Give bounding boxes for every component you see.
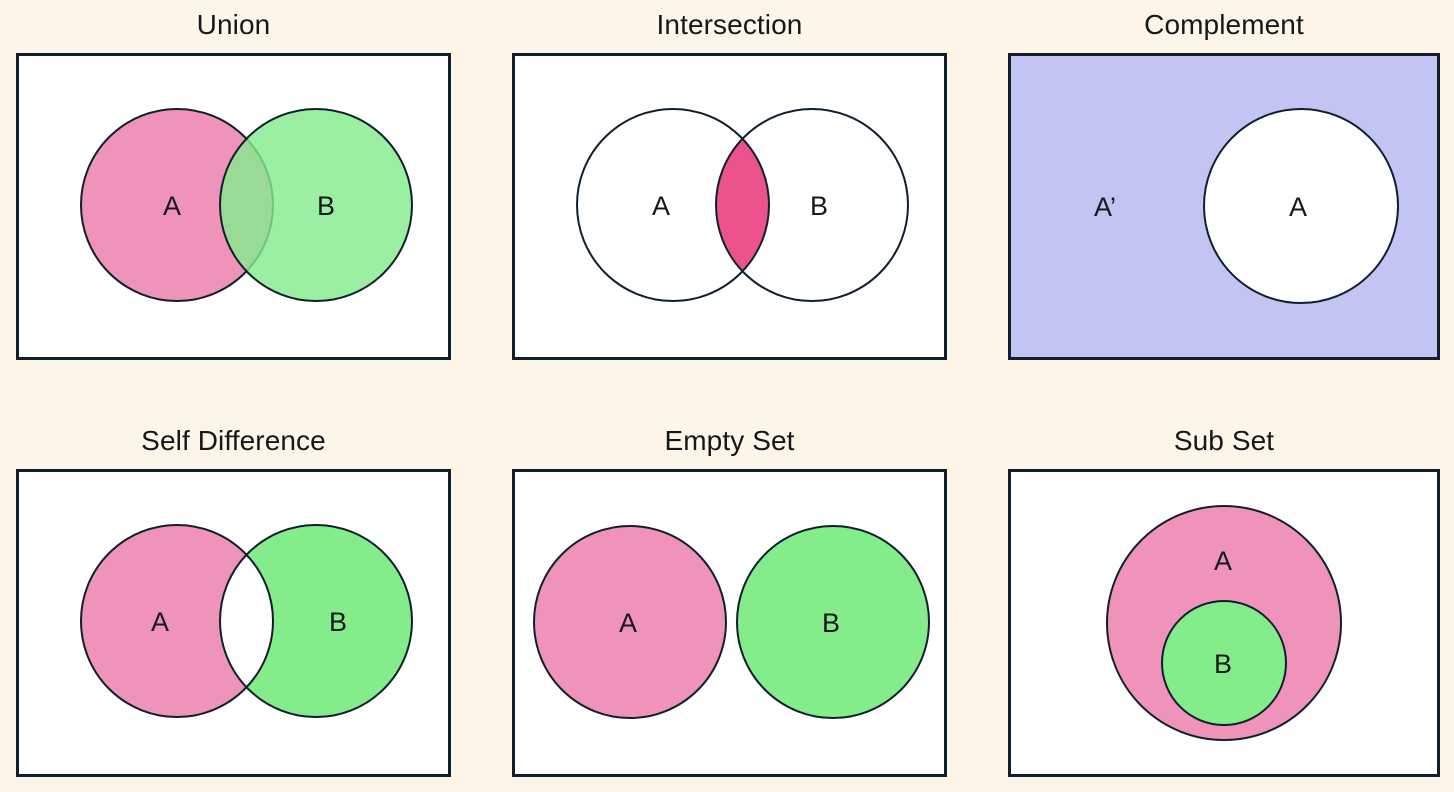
union-svg: A B [80,108,413,302]
circle-set-b [736,525,930,719]
complement-svg: A’ A [1094,108,1399,304]
panel-intersection: Intersection A B [512,10,947,360]
label-set-b: B [1214,649,1232,679]
circle-set-a [533,525,727,719]
figure-intersection: A B [512,53,947,360]
circle-set-a-fill [577,109,769,301]
figure-sub-set: A B [1008,469,1440,777]
label-set-a: A [1214,546,1232,576]
figure-complement: A’ A [1008,53,1440,360]
circle-set-b-outline [219,524,413,718]
circle-set-b-fill [220,525,412,717]
label-set-b: B [317,191,335,221]
panel-title-self-difference: Self Difference [141,425,326,456]
figure-empty-set: A B [512,469,947,777]
panel-title-intersection: Intersection [656,9,803,40]
label-set-b: B [329,607,347,637]
label-set-a: A [1289,192,1307,222]
panel-union: Union A B [16,10,451,360]
figure-self-difference: A B [16,469,451,777]
panel-empty-set: Empty Set A B [512,426,947,777]
label-set-b: B [822,608,840,638]
empty-set-svg: A B [533,525,930,719]
panel-complement: Complement A’ A [1008,10,1440,360]
label-set-b: B [810,191,828,221]
intersection-svg: A B [576,108,909,302]
panel-title-complement: Complement [1144,9,1304,40]
figure-union: A B [16,53,451,360]
circle-set-b-outline [715,108,909,302]
circle-set-b [1161,600,1287,726]
circle-set-b-fill [716,109,908,301]
label-set-a-complement: A’ [1094,192,1116,222]
panel-title-union: Union [196,9,271,40]
circle-set-a-outline [80,524,274,718]
label-set-a: A [151,607,169,637]
circle-set-a [1203,108,1399,304]
panel-self-difference: Self Difference A B [16,426,451,777]
circle-set-a-fill [81,525,273,717]
panel-title-sub-set: Sub Set [1173,425,1275,456]
circle-set-b [219,108,413,302]
circle-set-a-outline [576,108,770,302]
label-set-a: A [652,191,670,221]
sub-set-svg: A B [1106,505,1342,741]
label-set-a: A [163,191,181,221]
label-set-a: A [619,608,637,638]
self-difference-svg: A B [80,524,413,718]
panel-sub-set: Sub Set A B [1008,426,1440,777]
panel-title-empty-set: Empty Set [664,425,795,456]
